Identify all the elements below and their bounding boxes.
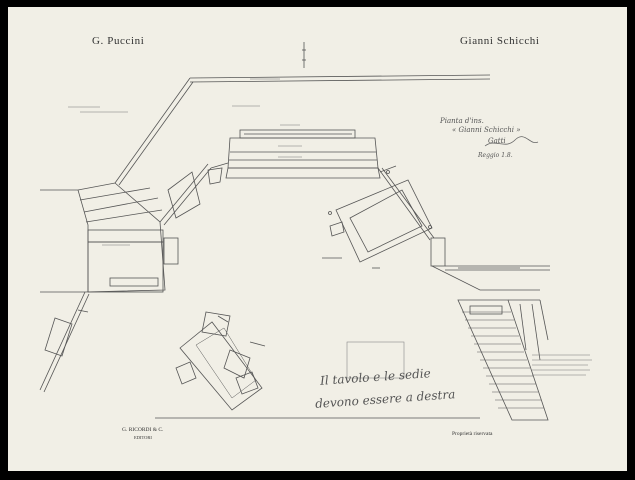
- lower-left-wall: [39, 291, 86, 391]
- rights-notice: Proprietà riservata: [452, 431, 493, 437]
- signature-text: Gatti: [488, 137, 506, 145]
- side-title-line2: « Gianni Schicchi »: [452, 126, 521, 134]
- date-text: Reggio 1.8.: [478, 152, 513, 159]
- main-platform: [227, 137, 379, 169]
- pencil-sketch-box: [346, 341, 405, 379]
- staircase: [457, 299, 549, 421]
- left-room: [87, 241, 164, 293]
- signature-mark: [484, 136, 539, 147]
- upper-left-wall: [114, 77, 191, 184]
- top-wall-line: [189, 74, 491, 79]
- composer-title: G. Puccini: [92, 35, 145, 47]
- opera-title: Gianni Schicchi: [460, 35, 540, 47]
- right-door: [430, 237, 446, 267]
- table-platform: [335, 179, 433, 263]
- drawing-sheet: [8, 7, 627, 471]
- left-wing: [40, 182, 166, 293]
- publisher-name: G. RICORDI & C.: [122, 427, 164, 433]
- bed-group: [179, 321, 263, 411]
- left-partition: [159, 163, 209, 223]
- side-title-line1: Pianta d'ins.: [440, 117, 484, 125]
- publisher-sub: EDITORI: [134, 435, 152, 440]
